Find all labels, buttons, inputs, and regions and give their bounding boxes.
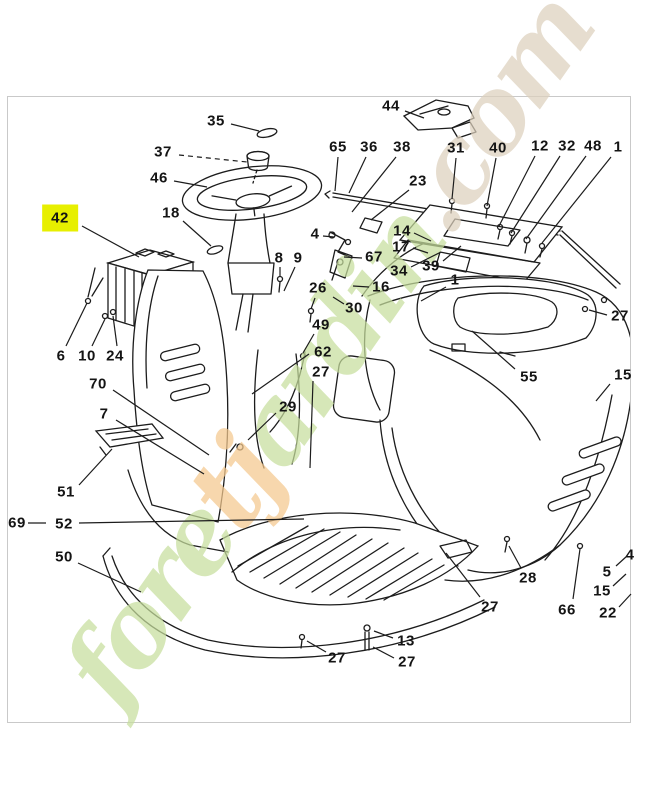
leader-line-30 [332, 296, 345, 305]
leader-line-42 [81, 225, 140, 258]
leader-line-27-d [306, 640, 327, 653]
leader-line-5 [615, 555, 628, 567]
leader-line-6 [65, 302, 88, 347]
leader-line-7 [115, 419, 205, 475]
leader-line-15-a [595, 383, 611, 402]
diagram-border [7, 96, 631, 723]
leader-line-65 [334, 156, 339, 192]
leader-line-51 [78, 448, 113, 486]
leader-line-38 [351, 156, 397, 213]
leader-line-29 [247, 412, 277, 441]
leader-line-17 [412, 247, 429, 254]
leader-line-27-e [372, 646, 395, 659]
watermark: foretjardin.com [34, 0, 618, 732]
leader-line-46 [173, 180, 208, 188]
leader-line-66 [572, 548, 581, 600]
leader-line-4 [322, 235, 335, 238]
leader-line-55 [471, 330, 516, 370]
leader-line-22 [618, 593, 632, 608]
leader-line-50 [77, 562, 142, 593]
leader-line-49 [302, 333, 315, 354]
leader-line-27-b [588, 309, 608, 316]
leader-line-23 [370, 189, 410, 221]
leader-line-62 [251, 353, 310, 395]
leader-line-24 [112, 315, 118, 347]
leader-line-1-mid [420, 286, 447, 302]
leader-line-36 [348, 156, 367, 194]
leader-line-12 [498, 155, 536, 227]
leader-line-15-b [612, 573, 627, 587]
leader-lines [28, 110, 632, 659]
leader-line-32 [510, 155, 561, 234]
leader-line-44 [404, 110, 425, 119]
leader-line-14 [413, 232, 432, 242]
leader-line-13 [373, 630, 394, 639]
leader-line-27-c [445, 552, 481, 598]
leader-line-27-a [309, 380, 314, 469]
leader-line-31 [451, 157, 457, 200]
leader-line-67 [343, 256, 363, 259]
leader-line-37 [178, 154, 248, 163]
leader-line-26 [310, 297, 316, 310]
leader-line-1-top [541, 156, 612, 244]
leader-line-16 [352, 285, 370, 288]
leader-line-9 [283, 266, 296, 292]
leader-line-52 [78, 518, 305, 524]
leader-line-28 [508, 545, 522, 569]
leader-line-18 [182, 220, 212, 247]
leader-line-40 [486, 157, 497, 207]
leader-line-70 [112, 389, 210, 456]
leader-line-48 [525, 155, 587, 240]
leader-line-10 [91, 318, 106, 347]
leader-line-34 [410, 251, 442, 268]
leader-line-39 [442, 245, 462, 262]
leader-line-35 [230, 123, 260, 132]
